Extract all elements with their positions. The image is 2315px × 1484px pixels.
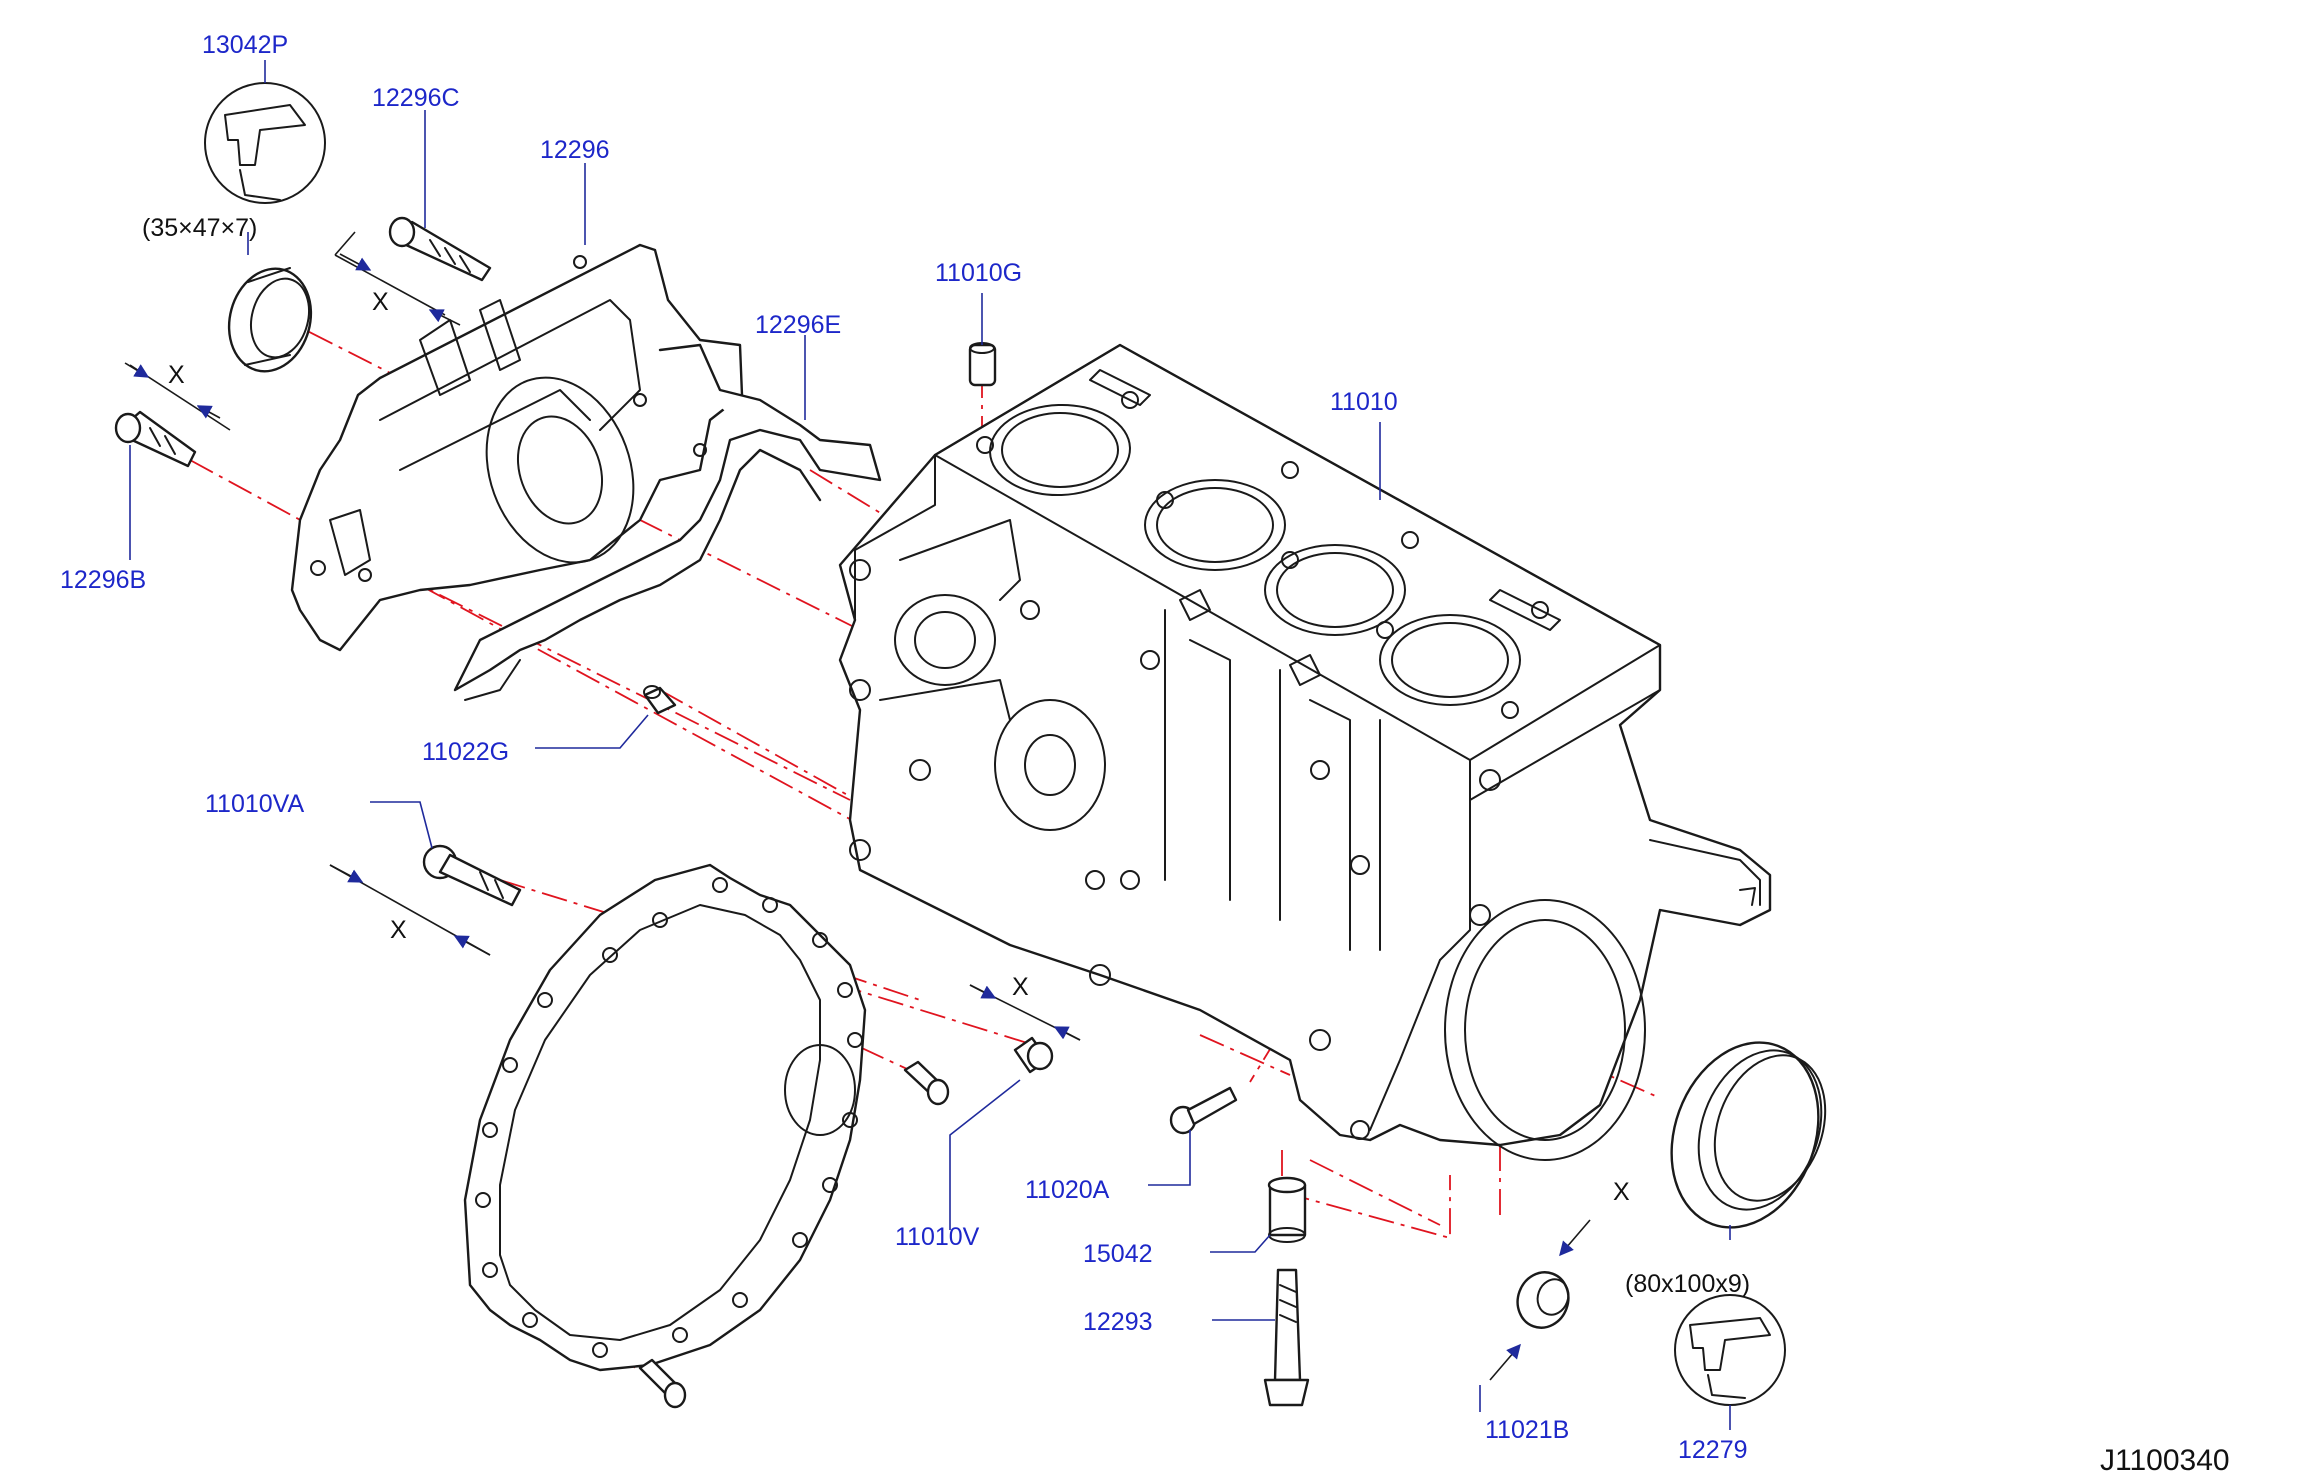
dimension-arrows [124,231,1591,1381]
seal-section-callout-rear [1674,1294,1786,1406]
label-11021B[interactable]: 11021B [1485,1416,1569,1444]
dimension-labels: X X X X X [168,288,1630,1206]
rear-end-plate [463,863,867,1372]
label-11010V[interactable]: 11010V [895,1223,980,1251]
cylinder-block [838,343,1772,1161]
label-11010[interactable]: 11010 [1330,388,1398,416]
dowel-11022G [643,685,677,715]
rear-crankshaft-oil-seal [1670,1041,1827,1229]
part-labels: 13042P 12296C 12296 (35×47×7) 11010G 122… [60,31,2230,1477]
dim-x-11010VA: X [390,916,407,944]
label-15042[interactable]: 15042 [1083,1240,1153,1268]
rear-seal-size: (80x100x9) [1625,1270,1750,1298]
dim-x-11021B: X [1613,1178,1630,1206]
label-11022G[interactable]: 11022G [422,738,509,766]
bolt-12296B [114,410,197,468]
plug-11021B [1516,1271,1570,1329]
front-timing-cover [290,243,744,652]
label-12296E[interactable]: 12296E [755,311,841,339]
diagram-code: J1100340 [2100,1444,2230,1477]
front-seal-size: (35×47×7) [142,214,257,242]
seal-section-callout-front [204,82,326,204]
front-cover-gasket [453,343,882,701]
label-11020A[interactable]: 11020A [1025,1176,1110,1204]
label-11010VA[interactable]: 11010VA [205,790,304,818]
label-12296B[interactable]: 12296B [60,566,146,594]
bolt-rear-plate-upper [903,1060,950,1106]
leader-lines [129,60,1731,1430]
label-12296C[interactable]: 12296C [372,84,460,112]
label-12293[interactable]: 12293 [1083,1308,1153,1336]
bolt-12296C [388,216,492,282]
label-12296[interactable]: 12296 [540,136,610,164]
bolt-12293 [1263,1268,1310,1407]
front-crankshaft-oil-seal [227,267,313,373]
bolt-rear-plate-lower [638,1358,687,1409]
dowel-11010G [968,342,997,387]
label-12279[interactable]: 12279 [1678,1436,1748,1464]
label-13042P[interactable]: 13042P [202,31,288,59]
dim-x-12296C: X [372,288,389,316]
label-11010G[interactable]: 11010G [935,259,1022,287]
plug-11020A [1169,1086,1238,1135]
dim-x-12296B: X [168,361,185,389]
bolt-11010V [1013,1036,1054,1074]
bushing-15042 [1267,1176,1307,1243]
dim-x-11010V: X [1012,973,1029,1001]
bolt-11010VA [422,844,522,907]
